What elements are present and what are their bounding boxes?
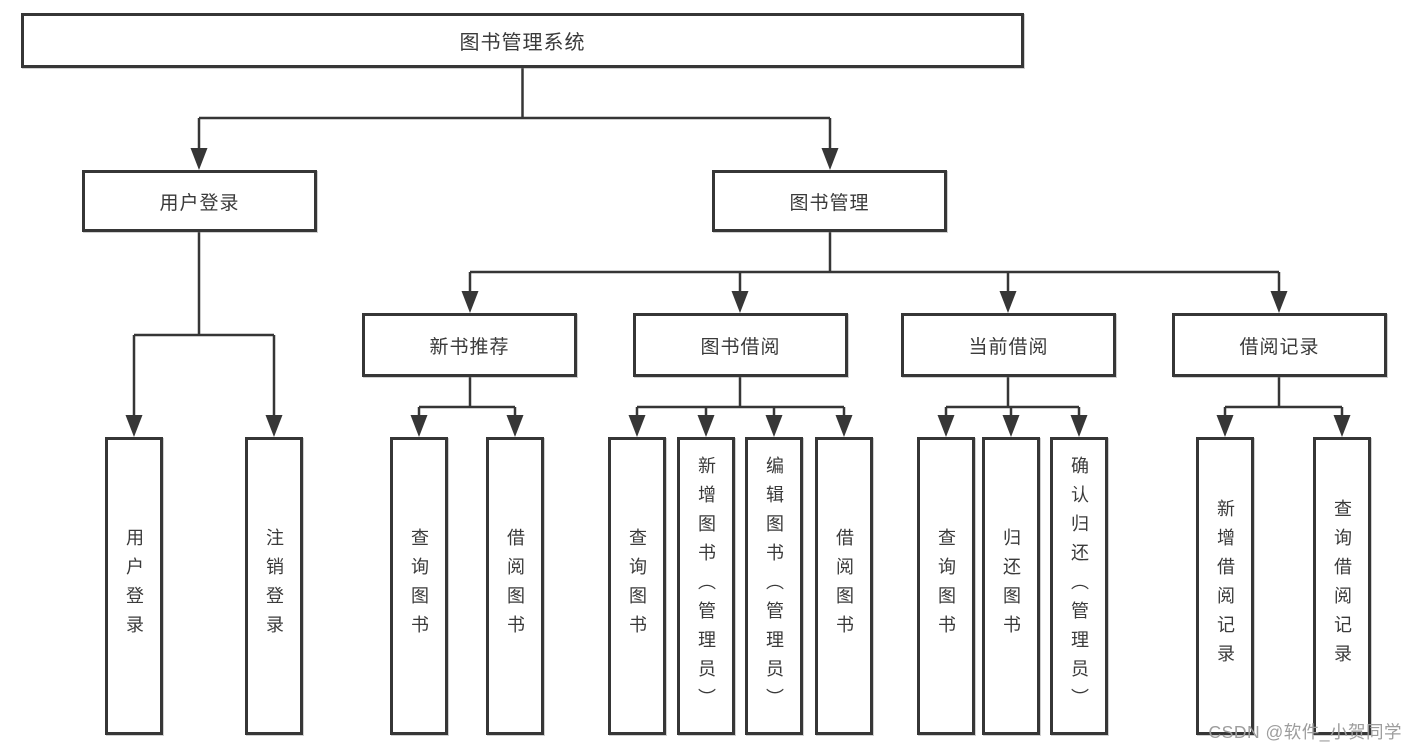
leaf-cb-query-books: 查询图书 <box>917 437 975 735</box>
leaf-bb-edit-book-admin-label: 编辑图书（管理员） <box>764 455 784 717</box>
node-branch-user-login: 用户登录 <box>82 170 317 232</box>
csdn-watermark: CSDN @软件_小贺同学 <box>1208 722 1402 742</box>
node-root-system: 图书管理系统 <box>21 13 1024 68</box>
leaf-nbr-borrow-books-label: 借阅图书 <box>505 528 525 644</box>
node-borrow-record: 借阅记录 <box>1172 313 1387 377</box>
leaf-logout: 注销登录 <box>245 437 303 735</box>
leaf-bb-query-books: 查询图书 <box>608 437 666 735</box>
node-new-book-recommend: 新书推荐 <box>362 313 577 377</box>
leaf-user-login: 用户登录 <box>105 437 163 735</box>
leaf-nbr-borrow-books: 借阅图书 <box>486 437 544 735</box>
leaf-bb-query-books-label: 查询图书 <box>627 528 647 644</box>
leaf-bb-borrow-books: 借阅图书 <box>815 437 873 735</box>
node-branch-book-management: 图书管理 <box>712 170 947 232</box>
leaf-cb-query-books-label: 查询图书 <box>936 528 956 644</box>
leaf-br-query-record: 查询借阅记录 <box>1313 437 1371 735</box>
leaf-bb-add-book-admin: 新增图书（管理员） <box>677 437 735 735</box>
node-borrow-record-label: 借阅记录 <box>1239 336 1320 358</box>
node-branch-user-login-label: 用户登录 <box>159 192 240 214</box>
node-current-borrow: 当前借阅 <box>901 313 1116 377</box>
leaf-bb-edit-book-admin: 编辑图书（管理员） <box>745 437 803 735</box>
leaf-bb-add-book-admin-label: 新增图书（管理员） <box>696 455 716 717</box>
leaf-logout-label: 注销登录 <box>264 528 284 644</box>
node-new-book-recommend-label: 新书推荐 <box>429 336 510 358</box>
leaf-user-login-label: 用户登录 <box>124 528 144 644</box>
leaf-cb-confirm-return-admin: 确认归还（管理员） <box>1050 437 1108 735</box>
leaf-br-query-record-label: 查询借阅记录 <box>1332 499 1352 673</box>
node-current-borrow-label: 当前借阅 <box>968 336 1049 358</box>
leaf-cb-confirm-return-admin-label: 确认归还（管理员） <box>1069 455 1089 717</box>
leaf-bb-borrow-books-label: 借阅图书 <box>834 528 854 644</box>
node-book-borrow-label: 图书借阅 <box>700 336 781 358</box>
leaf-cb-return-book-label: 归还图书 <box>1001 528 1021 644</box>
leaf-nbr-query-books: 查询图书 <box>390 437 448 735</box>
node-branch-book-management-label: 图书管理 <box>789 192 870 214</box>
leaf-nbr-query-books-label: 查询图书 <box>409 528 429 644</box>
leaf-cb-return-book: 归还图书 <box>982 437 1040 735</box>
leaf-br-add-record: 新增借阅记录 <box>1196 437 1254 735</box>
node-root-system-label: 图书管理系统 <box>459 32 586 54</box>
leaf-br-add-record-label: 新增借阅记录 <box>1215 499 1235 673</box>
node-book-borrow: 图书借阅 <box>633 313 848 377</box>
